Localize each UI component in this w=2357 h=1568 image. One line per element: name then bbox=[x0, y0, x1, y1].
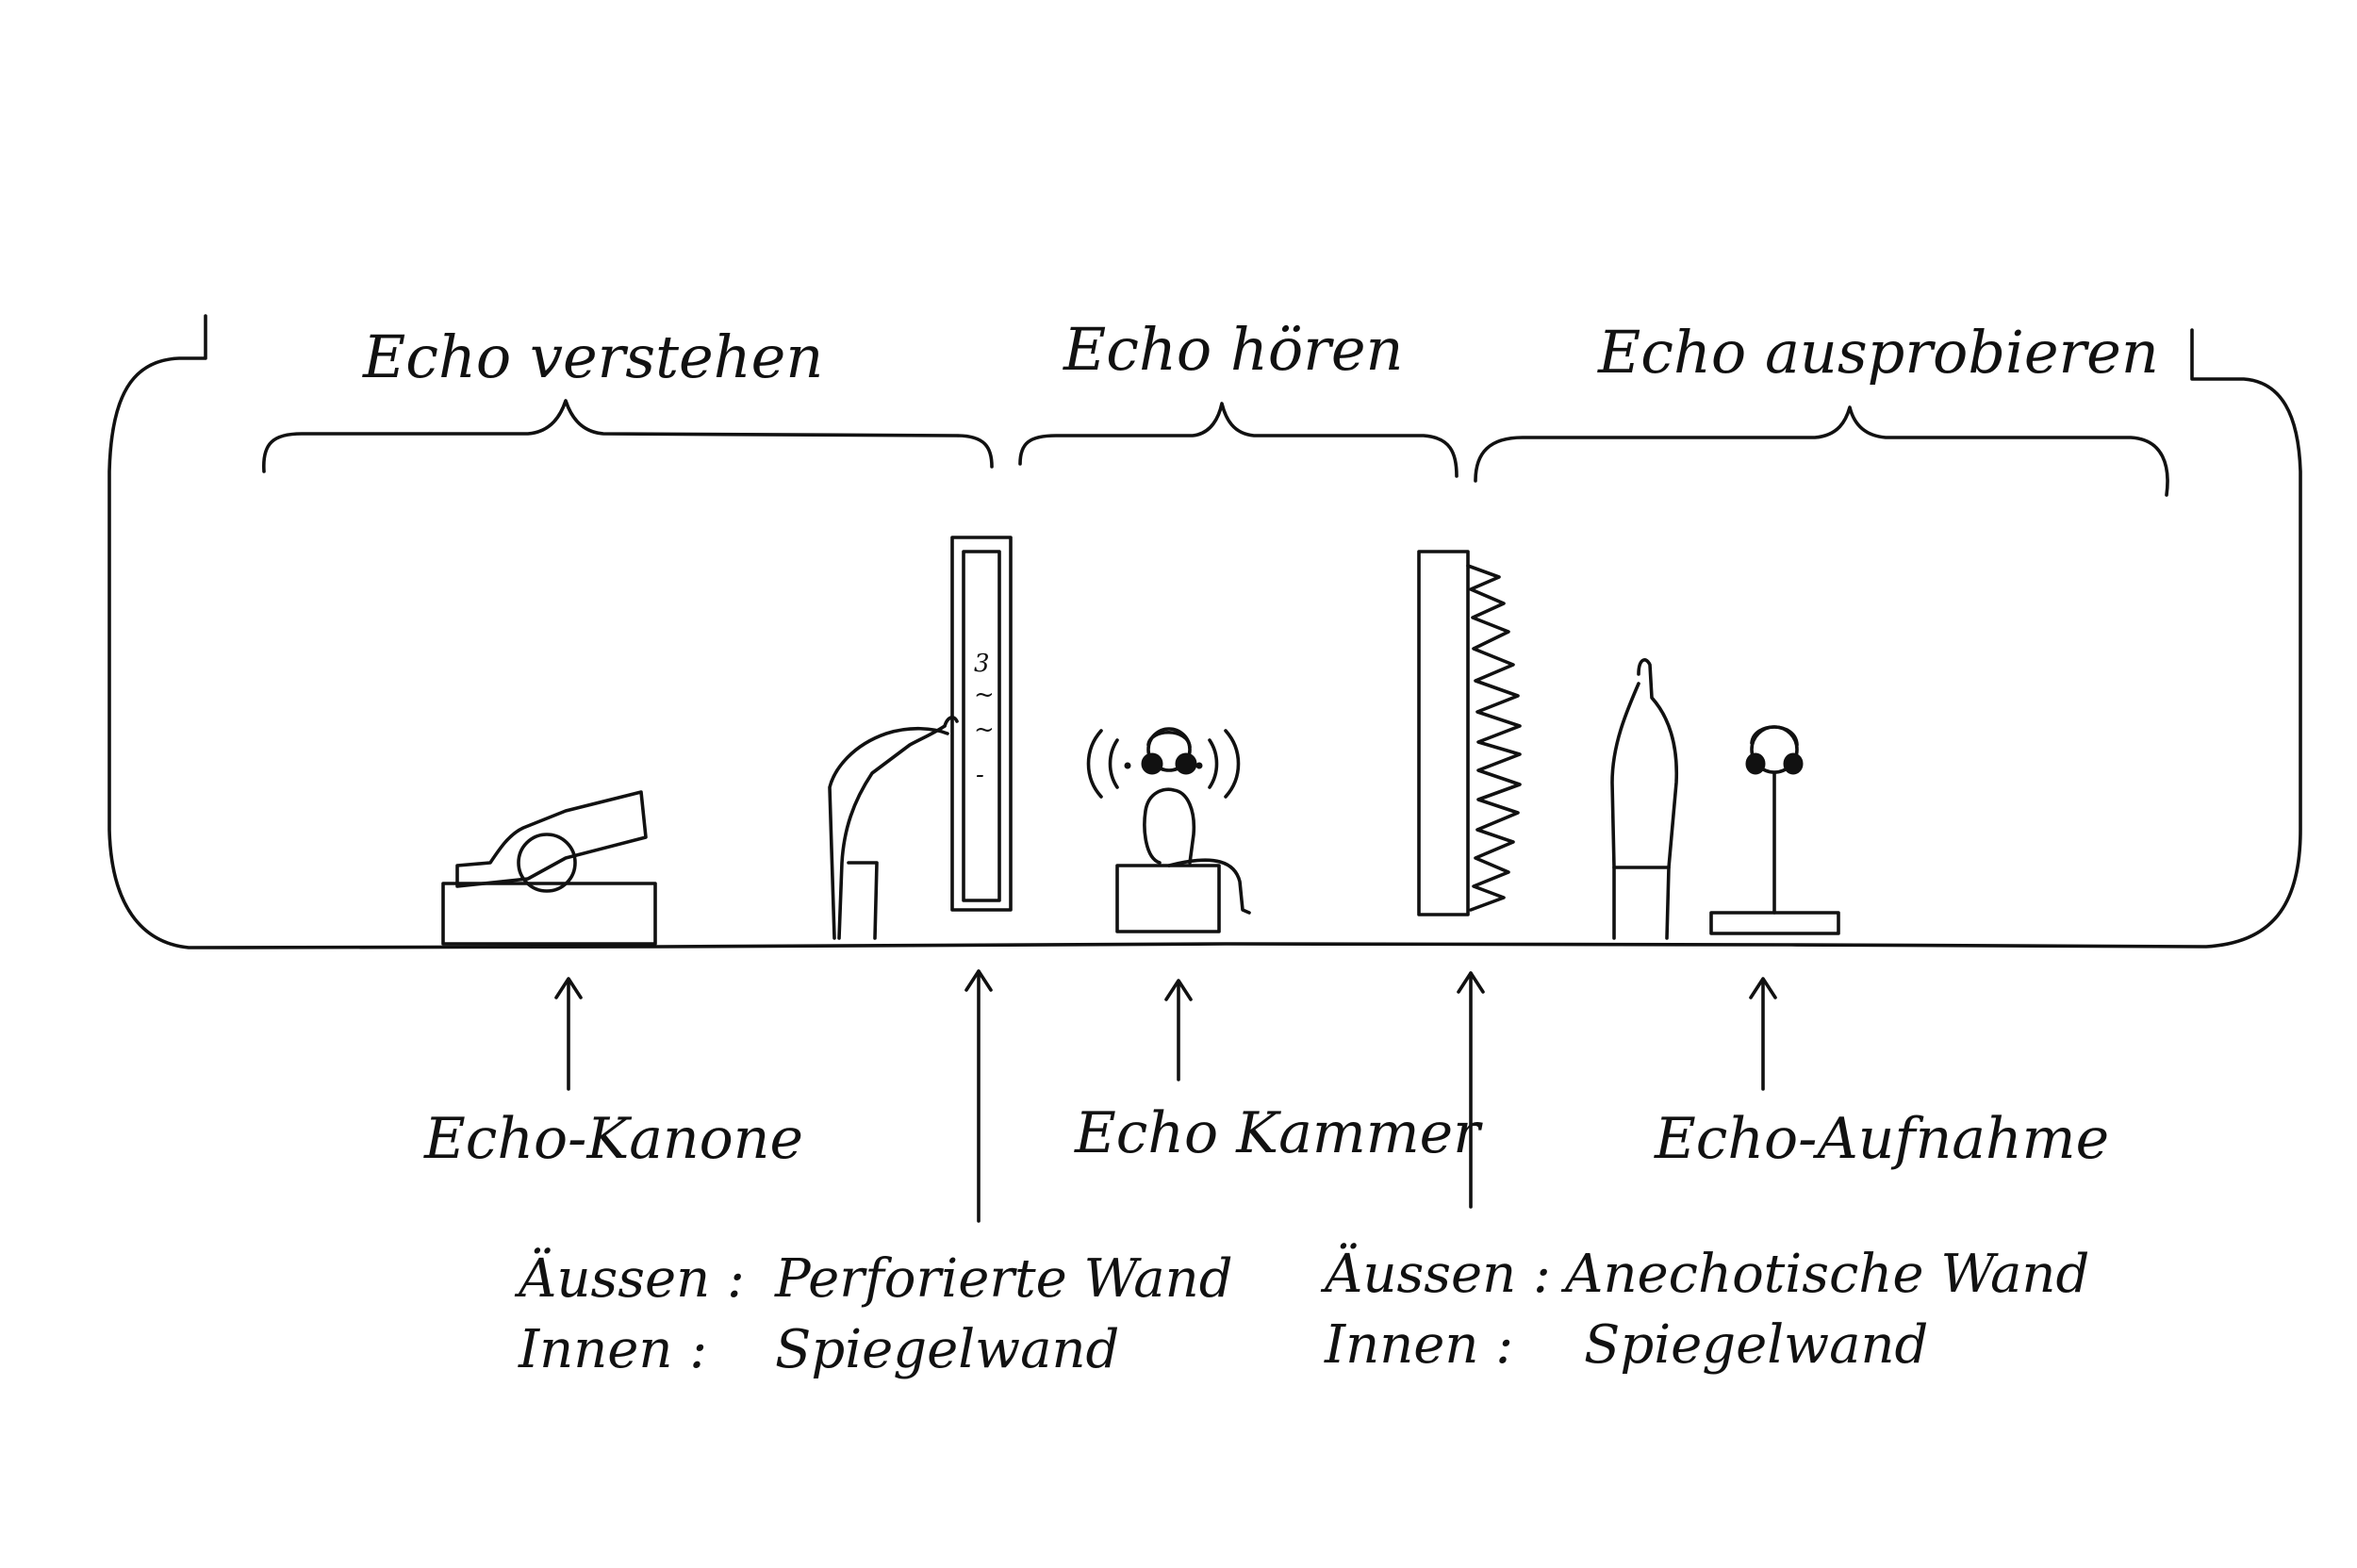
note-perforated-wall: Äussen : Perforierte Wand Innen : Spiege… bbox=[514, 1247, 1233, 1380]
station-label-kammer: Echo Kammer bbox=[1074, 1100, 1483, 1166]
room-outline bbox=[107, 314, 2302, 949]
anechoic-wall-frame bbox=[1417, 550, 1470, 916]
sound-wave-right-2 bbox=[1208, 738, 1219, 789]
anechoic-zigzag bbox=[1466, 564, 1522, 912]
note-anechoic-inner-label: Innen : bbox=[1324, 1314, 1513, 1376]
cannon-base bbox=[441, 882, 657, 946]
arrow-kanone bbox=[554, 977, 583, 1091]
note-anechoic-wall: Äussen : Anechotische Wand Innen : Spieg… bbox=[1320, 1243, 2089, 1376]
sound-wave-left-1 bbox=[1086, 729, 1103, 799]
headphone-left bbox=[1141, 752, 1163, 775]
arrow-anechoic-wall bbox=[1457, 971, 1485, 1209]
echo-cannon bbox=[441, 790, 657, 946]
listener-head bbox=[1146, 727, 1192, 772]
echo-chamber bbox=[1086, 727, 1251, 933]
cannon-wheel bbox=[517, 833, 577, 893]
station-label-aufnahme: Echo-Aufnahme bbox=[1654, 1106, 2109, 1172]
brace-echo-ausprobieren bbox=[1474, 405, 2169, 497]
note-anechoic-outer-value: Anechotische Wand bbox=[1560, 1244, 2089, 1305]
section-label-verstehen: Echo verstehen bbox=[362, 322, 823, 391]
wall-marking-4: - bbox=[976, 761, 984, 789]
wall-marking-3: ~ bbox=[974, 716, 995, 744]
note-anechoic-outer-label: Äussen : bbox=[1320, 1243, 1551, 1305]
echo-recording bbox=[1709, 725, 1840, 935]
recording-headphone-right bbox=[1783, 752, 1804, 775]
brace-echo-hoeren bbox=[1018, 402, 1459, 478]
recording-base bbox=[1709, 911, 1840, 935]
sound-wave-right-1 bbox=[1224, 729, 1241, 799]
headphone-right bbox=[1175, 752, 1197, 775]
cannon-barrel bbox=[455, 790, 648, 888]
section-label-hoeren: Echo hören bbox=[1063, 315, 1403, 384]
visitor-standing bbox=[1610, 658, 1679, 940]
recording-headphone-left bbox=[1745, 752, 1766, 775]
arrow-aufnahme bbox=[1749, 977, 1777, 1091]
perforated-wall-frame bbox=[950, 536, 1013, 912]
perforated-wall-inner bbox=[962, 550, 1001, 902]
wall-marking-1: 3 bbox=[974, 650, 990, 678]
note-perforated-outer-label: Äussen : bbox=[514, 1247, 745, 1310]
anechoic-wall bbox=[1417, 550, 1522, 916]
arrow-kammer bbox=[1164, 979, 1193, 1081]
brace-echo-verstehen bbox=[262, 399, 994, 473]
station-label-kanone: Echo-Kanone bbox=[423, 1106, 803, 1172]
note-perforated-inner-label: Innen : bbox=[518, 1319, 707, 1380]
sound-wave-left-2 bbox=[1108, 738, 1119, 789]
perforated-wall: 3 ~ ~ - bbox=[950, 536, 1013, 912]
chamber-seat bbox=[1115, 864, 1221, 933]
visitor-pressing-wall bbox=[828, 716, 959, 940]
wall-marking-2: ~ bbox=[974, 681, 995, 709]
note-perforated-inner-value: Spiegelwand bbox=[775, 1319, 1119, 1380]
section-label-ausprobieren: Echo ausprobieren bbox=[1597, 318, 2159, 387]
arrow-perforated-wall bbox=[964, 969, 993, 1223]
note-anechoic-inner-value: Spiegelwand bbox=[1584, 1314, 1928, 1376]
note-perforated-outer-value: Perforierte Wand bbox=[774, 1248, 1233, 1310]
